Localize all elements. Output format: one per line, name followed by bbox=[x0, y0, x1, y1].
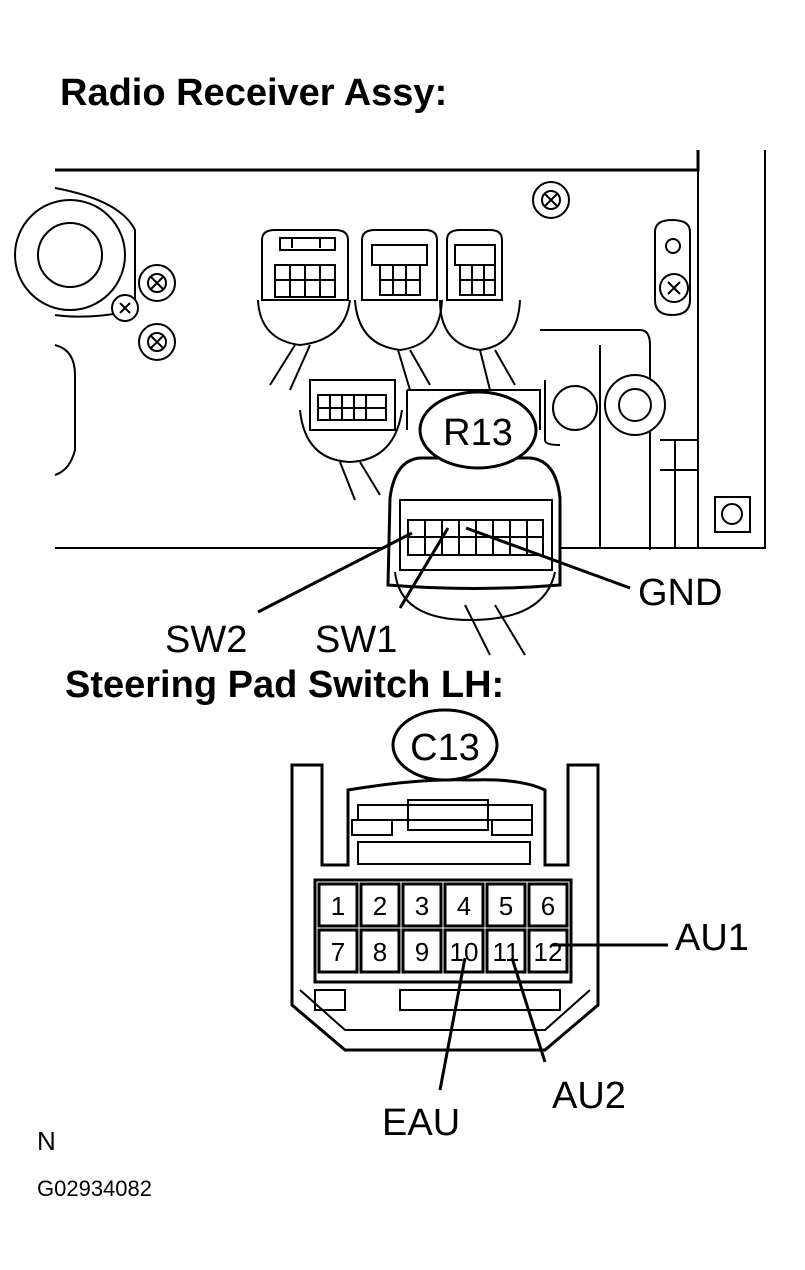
pin-number-11: 11 bbox=[493, 937, 520, 967]
pin-cell bbox=[485, 928, 527, 974]
c13-connector-badge: C13 bbox=[391, 708, 499, 782]
pin-cell bbox=[317, 928, 359, 974]
pin-cell bbox=[359, 928, 401, 974]
radio-receiver-illustration: R13 SW2 SW1 GND bbox=[14, 150, 766, 661]
r13-connector bbox=[386, 456, 562, 656]
middle-connector bbox=[299, 379, 403, 501]
screw-icon bbox=[532, 181, 570, 219]
view-code: N bbox=[37, 1126, 56, 1156]
radio-receiver-title: Radio Receiver Assy: bbox=[60, 72, 447, 114]
pin-cell bbox=[401, 928, 443, 974]
pin-number-5: 5 bbox=[499, 891, 513, 921]
pin-number-6: 6 bbox=[541, 891, 555, 921]
pin-number-1: 1 bbox=[331, 891, 345, 921]
pin-cell bbox=[485, 882, 527, 928]
pin-cell bbox=[527, 928, 569, 974]
eau-label: EAU bbox=[382, 1102, 460, 1144]
r13-connector-badge: R13 bbox=[418, 390, 538, 470]
sw2-leader-line bbox=[257, 531, 413, 614]
screw-icon bbox=[111, 294, 139, 322]
screw-icon bbox=[138, 323, 176, 361]
upper-connector-1 bbox=[257, 229, 351, 391]
sw1-leader-line bbox=[398, 527, 450, 609]
upper-connector-3 bbox=[439, 229, 521, 391]
pin-number-7: 7 bbox=[331, 937, 345, 967]
eau-leader-line bbox=[438, 957, 467, 1091]
steering-pad-switch-title: Steering Pad Switch LH: bbox=[65, 664, 504, 706]
au2-label: AU2 bbox=[552, 1075, 626, 1117]
screw-icon bbox=[659, 273, 689, 303]
pin-cell bbox=[401, 882, 443, 928]
upper-connector-2 bbox=[354, 229, 443, 391]
gnd-label: GND bbox=[638, 572, 722, 614]
pin-cell bbox=[359, 882, 401, 928]
screw-icon bbox=[138, 264, 176, 302]
pin-number-2: 2 bbox=[373, 891, 387, 921]
pin-number-4: 4 bbox=[457, 891, 471, 921]
pin-cell bbox=[443, 882, 485, 928]
pin-number-3: 3 bbox=[415, 891, 429, 921]
sw2-label: SW2 bbox=[165, 619, 247, 661]
au2-leader-line bbox=[510, 957, 547, 1063]
figure-id: G02934082 bbox=[37, 1176, 152, 1201]
gnd-leader-line bbox=[465, 526, 631, 590]
pin-number-12: 12 bbox=[534, 937, 563, 967]
au1-label: AU1 bbox=[675, 917, 749, 959]
pin-number-8: 8 bbox=[373, 937, 387, 967]
pin-cell bbox=[527, 882, 569, 928]
sw1-label: SW1 bbox=[315, 619, 397, 661]
r13-label: R13 bbox=[443, 412, 513, 454]
c13-label: C13 bbox=[410, 727, 480, 769]
pin-cell bbox=[317, 882, 359, 928]
pin-number-9: 9 bbox=[415, 937, 429, 967]
